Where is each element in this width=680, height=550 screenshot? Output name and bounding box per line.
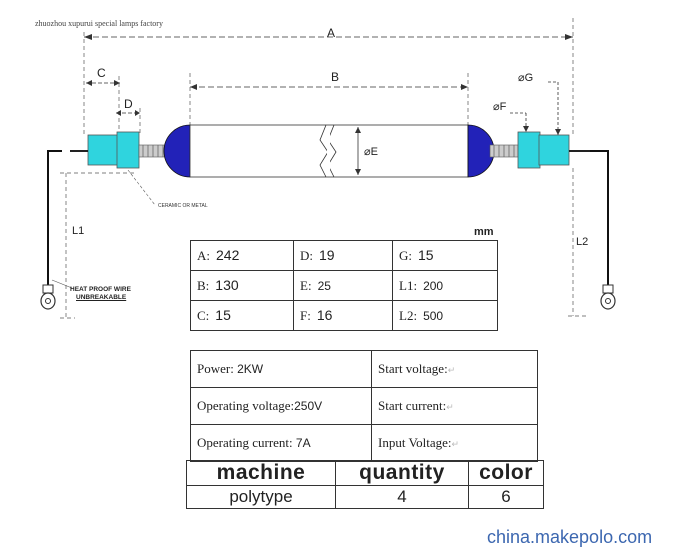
specs-table: Power: 2KW Start voltage:↵ Operating vol…	[190, 350, 538, 462]
spec-cell-power: Power: 2KW	[190, 350, 372, 388]
return-glyph-icon: ↵	[447, 365, 456, 375]
factory-header: zhuozhou xupurui special lamps factory	[35, 19, 163, 28]
order-table: machine quantity color polytype 4 6	[186, 460, 544, 509]
dim-cell-d: D:19	[293, 240, 393, 271]
table-row: C:15 F:16 L2:500	[190, 300, 498, 331]
dim-label-e: ⌀E	[364, 146, 378, 158]
spec-cell-operating-voltage: Operating voltage:250V	[190, 387, 372, 425]
table-row: Operating voltage:250V Start current:↵	[190, 387, 538, 425]
table-row: machine quantity color	[186, 460, 544, 486]
table-row: Power: 2KW Start voltage:↵	[190, 350, 538, 388]
dim-cell-b: B:130	[190, 270, 294, 301]
dim-cell-g: G:15	[392, 240, 498, 271]
dim-cell-l2: L2:500	[392, 300, 498, 331]
dimensions-table: A:242 D:19 G:15 B:130 E:25 L1:200 C:15 F…	[190, 240, 498, 331]
dim-cell-c: C:15	[190, 300, 294, 331]
spec-cell-start-current: Start current:↵	[371, 387, 538, 425]
wire-callout-line1: HEAT PROOF WIRE	[70, 286, 131, 293]
dim-label-l1: L1	[72, 225, 85, 237]
watermark: china.makepolo.com	[487, 527, 653, 547]
table-row: Operating current: 7A Input Voltage:↵	[190, 424, 538, 462]
dim-cell-e: E:25	[293, 270, 393, 301]
dim-label-b: B	[331, 70, 340, 84]
dim-label-l2: L2	[576, 236, 589, 248]
dim-cell-f: F:16	[293, 300, 393, 331]
dim-label-c: C	[97, 66, 106, 80]
dim-label-a: A	[327, 26, 336, 40]
dim-label-d: D	[124, 97, 133, 111]
spec-cell-start-voltage: Start voltage:↵	[371, 350, 538, 388]
order-header-machine: machine	[186, 460, 336, 486]
ceramic-callout: CERAMIC OR METAL	[158, 203, 208, 209]
order-header-color: color	[468, 460, 544, 486]
unit-label: mm	[474, 226, 494, 238]
order-cell-quantity: 4	[335, 485, 469, 509]
table-row: B:130 E:25 L1:200	[190, 270, 498, 301]
order-header-quantity: quantity	[335, 460, 469, 486]
order-cell-color: 6	[468, 485, 544, 509]
dim-cell-a: A:242	[190, 240, 294, 271]
dim-label-f: ⌀F	[493, 101, 507, 113]
return-glyph-icon: ↵	[446, 402, 454, 412]
table-row: polytype 4 6	[186, 485, 544, 509]
wire-callout-line2: UNBREAKABLE	[76, 294, 127, 301]
spec-cell-input-voltage: Input Voltage:↵	[371, 424, 538, 462]
dim-label-g: ⌀G	[518, 72, 534, 84]
spec-cell-operating-current: Operating current: 7A	[190, 424, 372, 462]
return-glyph-icon: ↵	[451, 439, 460, 449]
lamp-diagram	[40, 18, 616, 319]
table-row: A:242 D:19 G:15	[190, 240, 498, 271]
dim-cell-l1: L1:200	[392, 270, 498, 301]
order-cell-machine: polytype	[186, 485, 336, 509]
